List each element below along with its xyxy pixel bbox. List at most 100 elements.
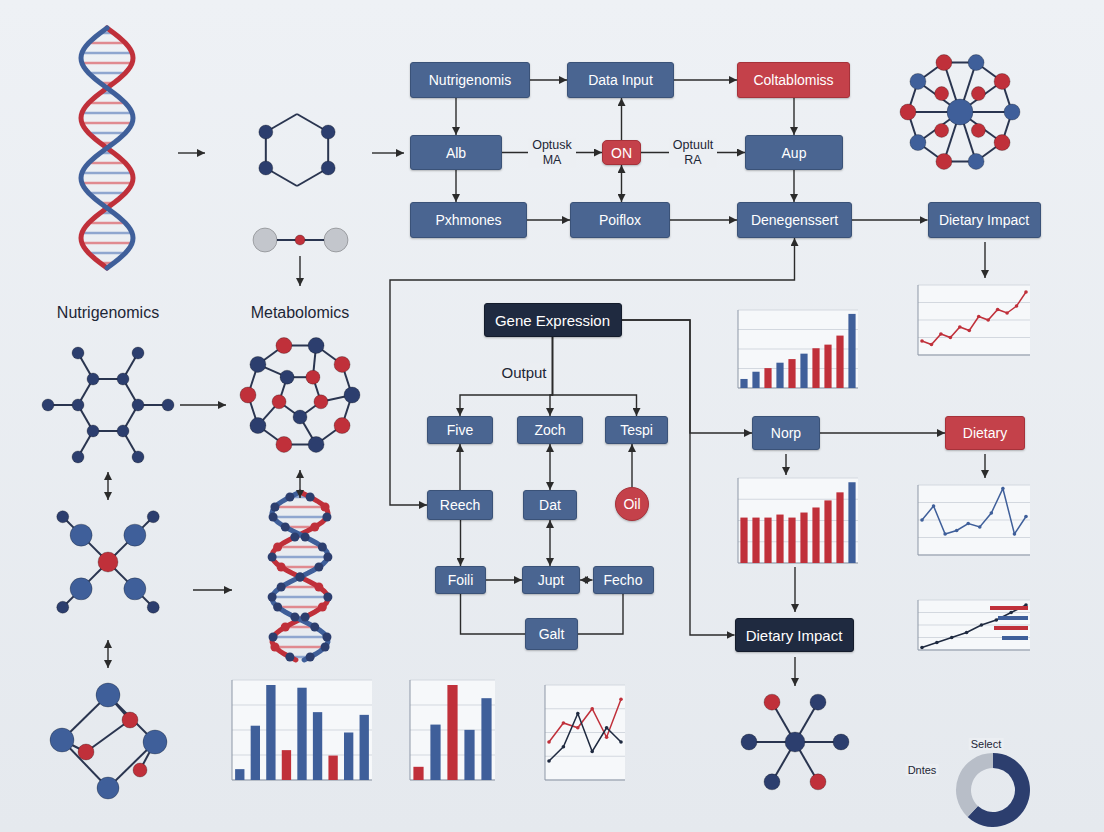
- process-circle: Oil: [615, 487, 649, 521]
- chart-bar: [788, 359, 795, 388]
- grid-line: [918, 485, 1030, 486]
- atom: [833, 734, 849, 750]
- chart-point: [978, 525, 982, 529]
- node-text: Data Input: [588, 72, 653, 88]
- chart-bar: [235, 769, 244, 780]
- chart-point: [920, 339, 924, 343]
- flow-connector: [580, 579, 593, 580]
- grid-line: [545, 708, 625, 709]
- atom: [306, 370, 320, 384]
- grid-line: [918, 625, 1030, 626]
- atom: [971, 123, 985, 137]
- atom: [810, 694, 826, 710]
- atom: [295, 235, 305, 245]
- chart-point: [547, 740, 551, 744]
- chart-bar: [990, 606, 1028, 610]
- process-box: Aup: [745, 135, 843, 170]
- chart-line: [922, 489, 1026, 535]
- grid-line: [918, 502, 1030, 503]
- illustration-arrow: [794, 657, 795, 686]
- dna-atom: [306, 653, 315, 662]
- dna-atom: [270, 503, 279, 512]
- node-text: Oil: [623, 496, 640, 512]
- base-pair: [275, 506, 325, 509]
- grid-line: [918, 600, 1030, 601]
- dark-box: Dietary Impact: [735, 618, 854, 652]
- line-chart: [545, 685, 625, 780]
- grid-line: [738, 478, 858, 479]
- atom: [910, 73, 926, 89]
- chart-axis: [918, 285, 1030, 355]
- dna-atom: [269, 633, 278, 642]
- flow-connector: [631, 444, 632, 487]
- process-box: Five: [427, 416, 493, 444]
- chart-axis: [738, 478, 858, 563]
- atom: [50, 728, 74, 752]
- chart-point: [930, 343, 934, 347]
- atom: [70, 524, 92, 546]
- chart-bar: [251, 726, 260, 780]
- atom: [344, 387, 360, 403]
- base-pair: [82, 52, 132, 55]
- chart-point: [935, 641, 939, 645]
- atom: [124, 524, 146, 546]
- base-pair: [89, 162, 126, 165]
- dark-box: Gene Expression: [484, 303, 622, 337]
- illustration-arrow: [299, 256, 300, 286]
- process-box: Reech: [427, 490, 493, 520]
- dna-atom: [323, 593, 332, 602]
- atom: [117, 373, 129, 385]
- process-box: Dat: [523, 490, 577, 520]
- bar-chart: [232, 680, 372, 780]
- molecule: [741, 694, 849, 790]
- flow-connector: [460, 520, 461, 566]
- chart-bar: [848, 314, 855, 388]
- base-pair: [89, 222, 126, 225]
- atom: [900, 104, 916, 120]
- process-box: Jupt: [522, 566, 580, 594]
- line-chart: [918, 485, 1030, 555]
- process-box: Data Input: [567, 62, 674, 98]
- dna-atom: [269, 513, 278, 522]
- atom: [947, 99, 973, 125]
- atom: [57, 511, 69, 523]
- dna-atom: [301, 613, 310, 622]
- atom: [253, 228, 277, 252]
- chart-bar: [328, 756, 337, 780]
- atom: [280, 370, 294, 384]
- dna-atom: [290, 613, 299, 622]
- chart-ground: [918, 485, 1030, 555]
- atom: [240, 387, 256, 403]
- process-box: Galt: [525, 618, 578, 650]
- flow-connector: [578, 594, 623, 634]
- illustration-arrow: [794, 567, 795, 612]
- chart-point: [994, 618, 998, 622]
- chart-axis: [738, 310, 858, 388]
- node-text: Fecho: [604, 572, 643, 588]
- node-text: Reech: [440, 497, 480, 513]
- atom: [293, 410, 307, 424]
- chart-point: [1024, 515, 1028, 519]
- illustration-arrow: [107, 472, 108, 500]
- node-text: Dietary Impact: [939, 212, 1029, 228]
- molecule: [259, 114, 335, 186]
- chart-point: [966, 522, 970, 526]
- atom: [936, 55, 952, 71]
- node-text: Poiflox: [599, 212, 641, 228]
- chart-point: [605, 735, 609, 739]
- chart-ground: [738, 310, 858, 388]
- diagram-label: Output: [499, 364, 548, 381]
- process-box: Foili: [435, 566, 486, 594]
- grid-line: [918, 537, 1030, 538]
- flow-connector: [852, 219, 928, 220]
- atom: [87, 425, 99, 437]
- atom: [785, 732, 805, 752]
- process-box: Pxhmones: [410, 202, 527, 238]
- base-pair: [273, 636, 327, 639]
- atom: [57, 601, 69, 613]
- node-text: Tespi: [620, 422, 653, 438]
- atom: [741, 734, 757, 750]
- dna-atom: [314, 563, 323, 572]
- atom: [42, 399, 54, 411]
- chart-bar: [313, 712, 322, 780]
